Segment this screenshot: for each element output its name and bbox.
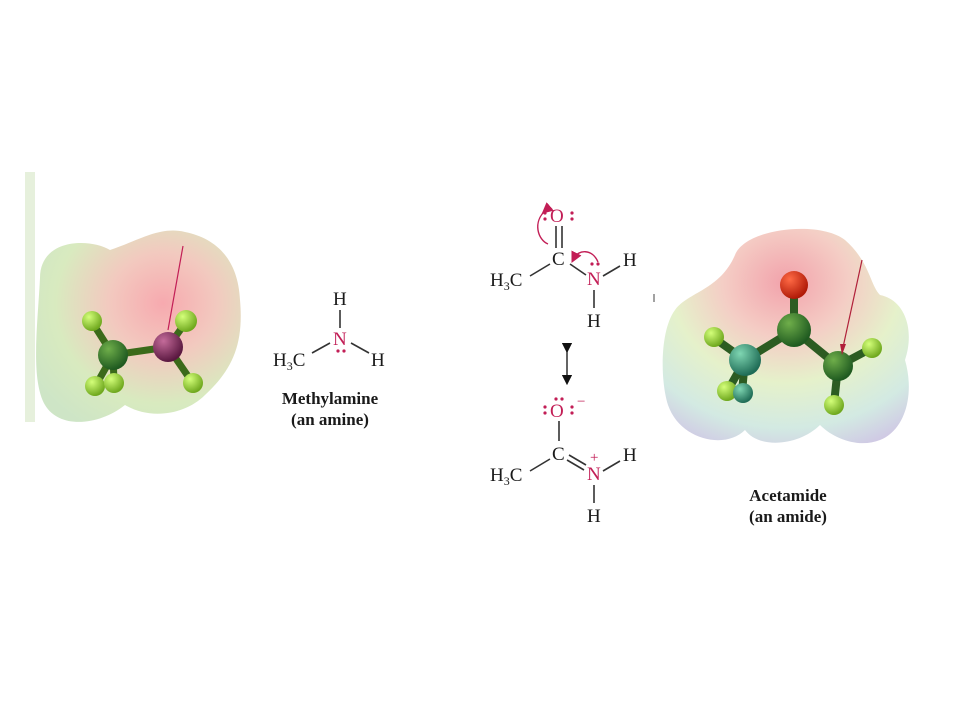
atom-h-bottom: H [587, 311, 601, 332]
svg-text:H3C: H3C [490, 465, 522, 488]
atom-h-right: H [623, 445, 637, 466]
atom-h-bottom: H [587, 506, 601, 527]
nitrogen-atom-ball [823, 351, 853, 381]
atom-n: N [587, 269, 601, 290]
subscript-3: 3 [504, 474, 510, 488]
atom-h3c-h: H [490, 270, 504, 291]
h-atom-ball [704, 327, 724, 347]
atom-c: C [552, 249, 565, 270]
svg-text:H3C: H3C [490, 270, 522, 293]
atom-h3c-h: H [273, 350, 287, 371]
acetamide-caption: Acetamide [749, 486, 827, 505]
methylamine-subcaption: (an amine) [291, 410, 369, 429]
acetamide-resonance-2: O − C H3C + N H H [490, 394, 637, 527]
acetamide-potential-map: Acetamide (an amide) [653, 228, 909, 526]
h-atom-ball [824, 395, 844, 415]
electron-push-arrow [571, 250, 599, 264]
h-atom-ball [862, 338, 882, 358]
h-atom-ball [175, 310, 197, 332]
subscript-3: 3 [504, 279, 510, 293]
atom-o: O [550, 206, 564, 227]
n-positive-charge: + [590, 450, 598, 466]
atom-n: N [587, 464, 601, 485]
acetamide-subcaption: (an amide) [749, 507, 827, 526]
h-atom-ball [183, 373, 203, 393]
electron-push-arrow [537, 202, 554, 245]
atom-h-right: H [623, 250, 637, 271]
oxygen-atom-ball [780, 271, 808, 299]
atom-h3c-c: C [293, 350, 306, 371]
acetamide-resonance-1: O C H3C N H H [490, 202, 637, 332]
h-atom-ball [85, 376, 105, 396]
lone-pair-pointer [841, 259, 863, 353]
o-negative-charge: − [577, 394, 585, 410]
methylamine-structure: H N H3C H Methylamine (an amine) [273, 289, 385, 429]
nitrogen-atom-ball [153, 332, 183, 362]
atom-o: O [550, 401, 564, 422]
atom-n: N [333, 329, 347, 350]
atom-h-top: H [333, 289, 347, 310]
subscript-3: 3 [287, 359, 293, 373]
methylamine-potential-map [25, 172, 241, 422]
atom-h3c-c: C [510, 270, 523, 291]
methyl-carbon-ball [729, 344, 761, 376]
h-atom-ball [104, 373, 124, 393]
svg-text:H3C: H3C [273, 350, 305, 373]
carbonyl-carbon-ball [777, 313, 811, 347]
atom-h3c-h: H [490, 465, 504, 486]
h-atom-ball [733, 383, 753, 403]
h-atom-ball [717, 381, 737, 401]
atom-c: C [552, 444, 565, 465]
atom-h3c-c: C [510, 465, 523, 486]
atom-h-right: H [371, 350, 385, 371]
lone-pair-pointer [167, 245, 184, 331]
methylamine-caption: Methylamine [282, 389, 379, 408]
carbon-atom-ball [98, 340, 128, 370]
h-atom-ball [82, 311, 102, 331]
